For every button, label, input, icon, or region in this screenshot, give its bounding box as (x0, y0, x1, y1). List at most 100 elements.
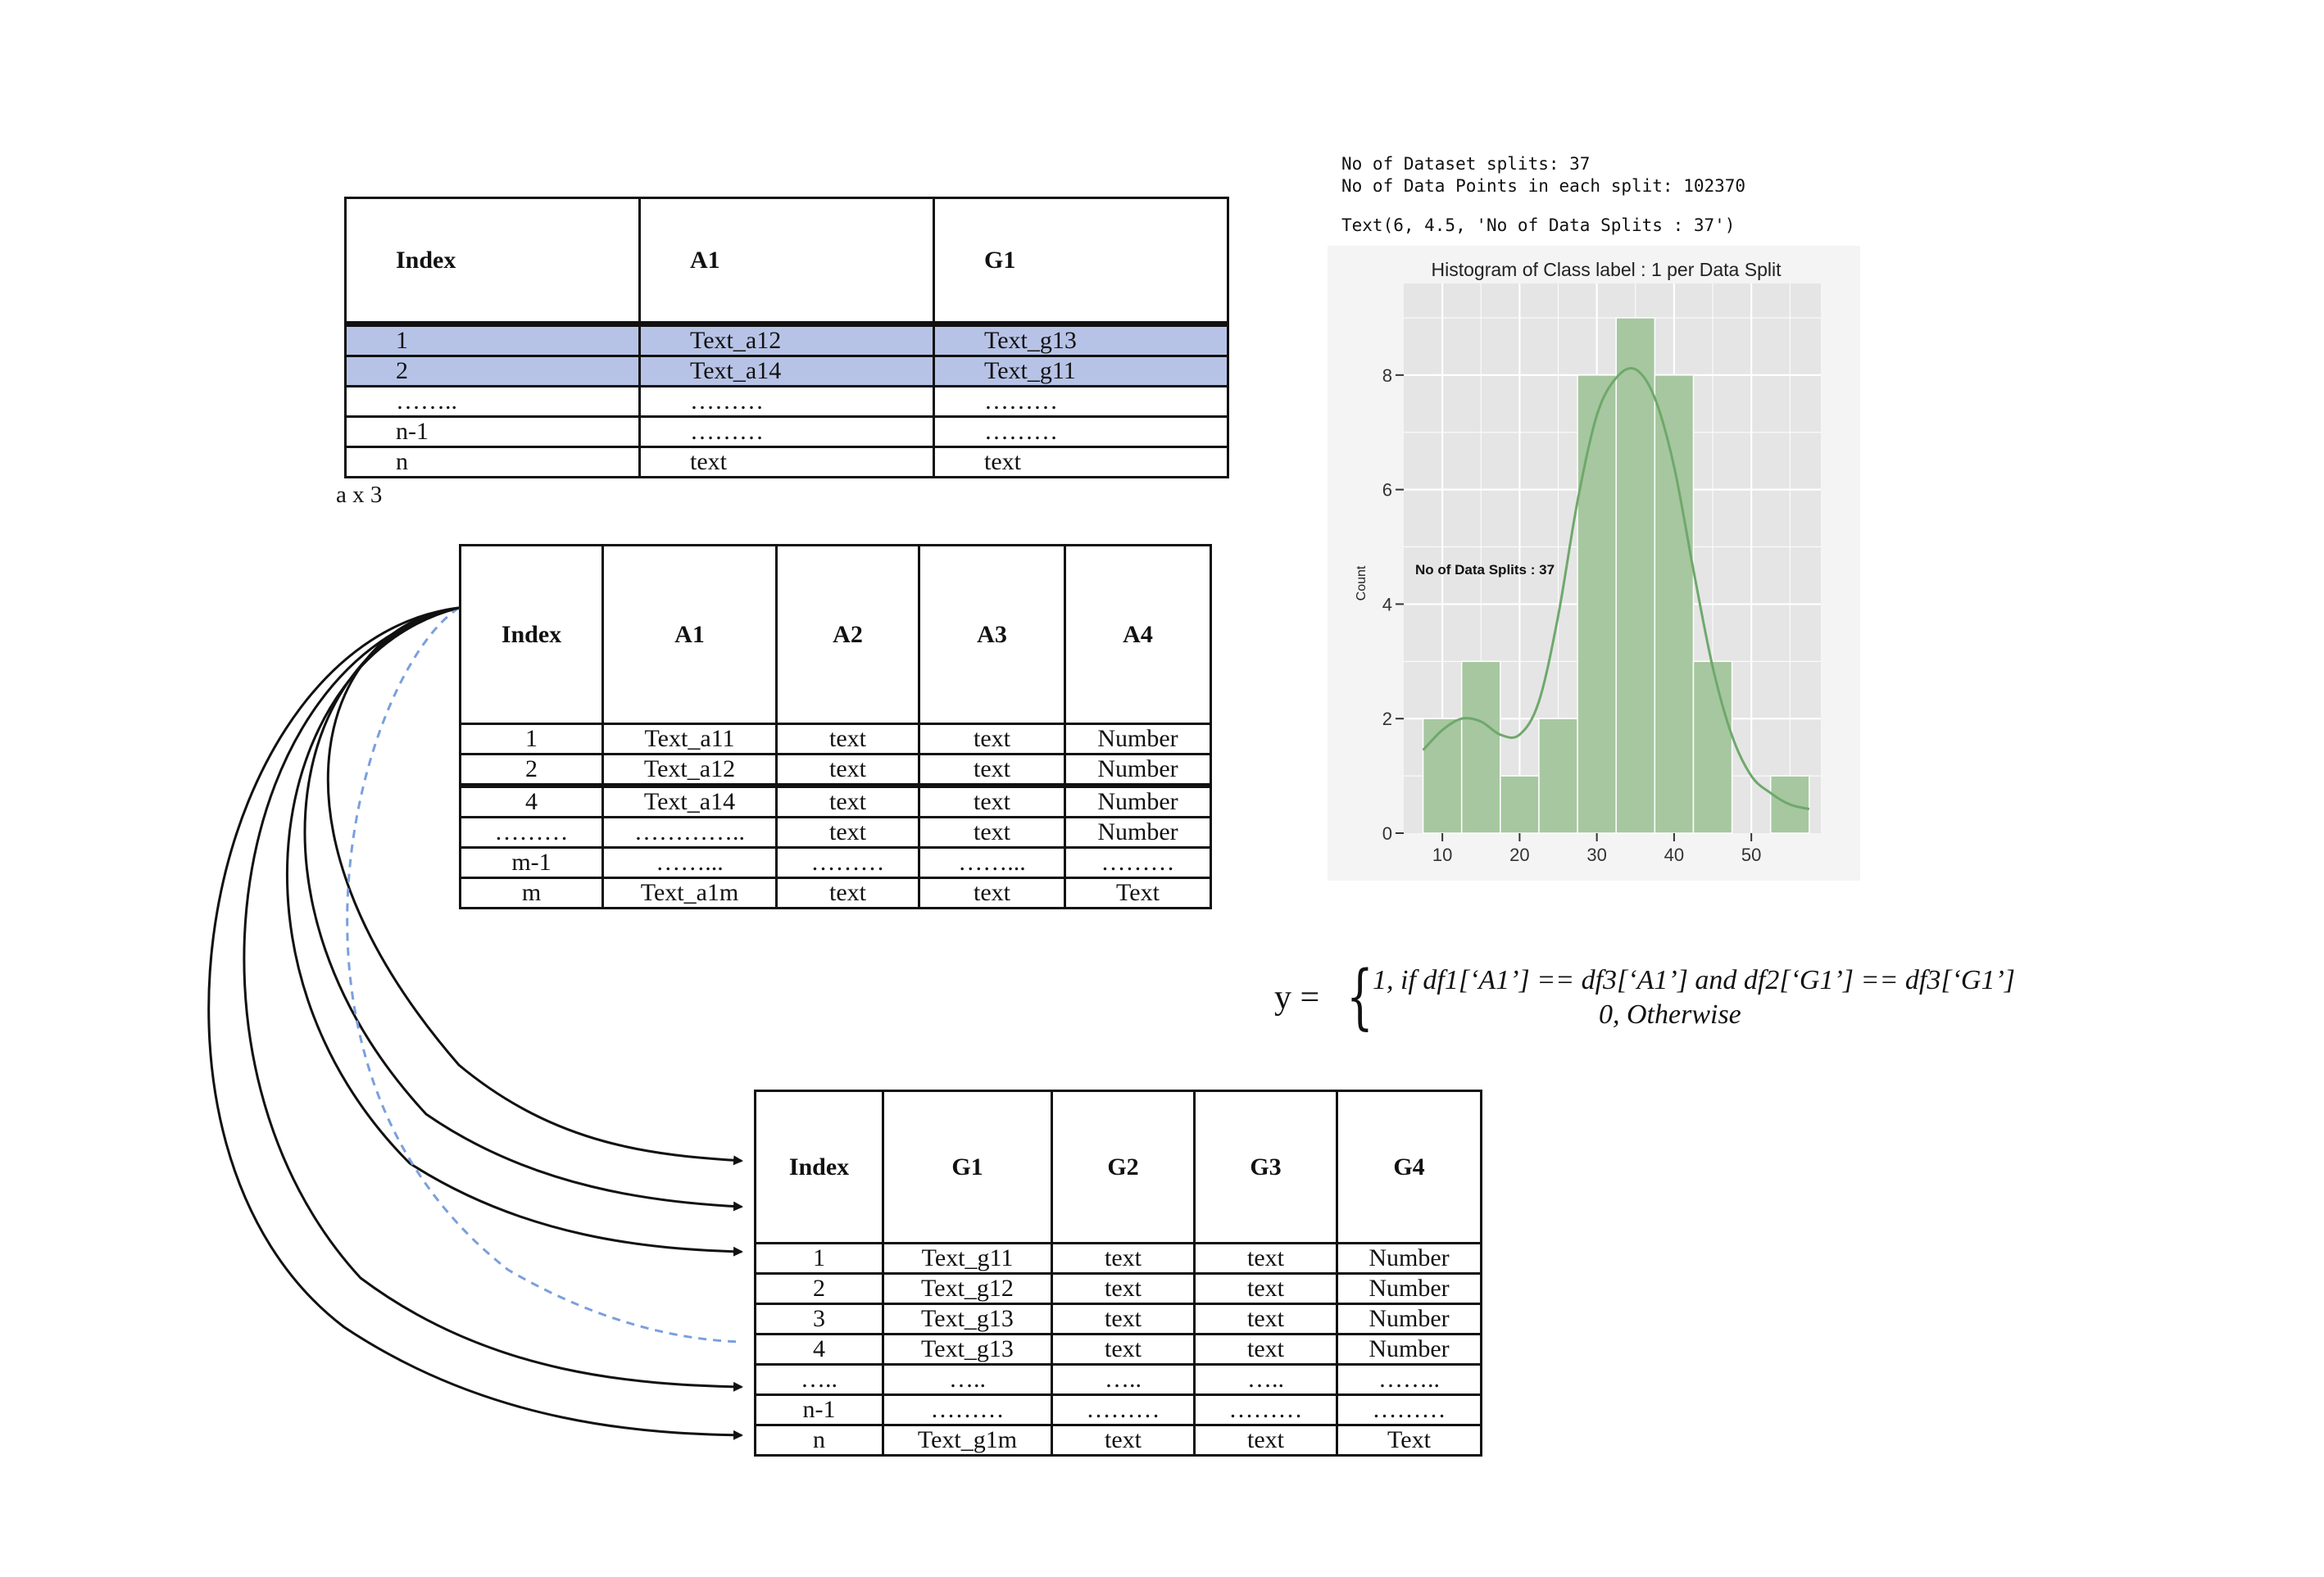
table-cell: text (1051, 1333, 1196, 1366)
table-cell (918, 783, 1066, 788)
table-row: m-1 ……... ……… ……... ……… (459, 846, 1212, 879)
link-arrow (285, 606, 743, 1257)
table-cell: ….. (882, 1363, 1053, 1396)
table-cell: ……… (1336, 1393, 1482, 1426)
table-cell: m-1 (459, 846, 604, 879)
table-cell: Number (1064, 786, 1212, 818)
table-cell: …….. (344, 385, 641, 418)
table-cell: Number (1336, 1333, 1482, 1366)
table-row: m Text_a1m text text Text (459, 877, 1212, 909)
table-row: 4 Text_a14 text text Number (459, 786, 1212, 818)
table-cell: n (344, 446, 641, 478)
header-cell: G3 (1193, 1090, 1338, 1244)
table-cell: m (459, 877, 604, 909)
df1-table: Index A1 A2 A3 A4 1 Text_a11 text text N… (459, 544, 1212, 909)
table-cell: text (1051, 1303, 1196, 1335)
table-cell: Text_g12 (882, 1272, 1053, 1305)
histogram-bar (1615, 317, 1656, 834)
table-cell: text (918, 877, 1066, 909)
table-cell: ……… (933, 415, 1229, 448)
table-row-highlighted: 2 Text_a14 Text_g11 (344, 355, 1229, 387)
table-caption: a x 3 (336, 482, 383, 508)
kde-line (1422, 366, 1810, 811)
table-cell: text (775, 816, 920, 849)
table-row: n-1 ……… ……… (344, 415, 1229, 448)
table-cell: text (775, 753, 920, 786)
histogram-bar (1577, 374, 1617, 834)
histogram-bar (1422, 718, 1463, 834)
table-cell: text (918, 786, 1066, 818)
table-row: 1 Text_g11 text text Number (754, 1242, 1482, 1275)
table-cell: ……… (1193, 1393, 1338, 1426)
table-cell: text (1193, 1333, 1338, 1366)
table-header-row: Index A1 A2 A3 A4 (459, 544, 1212, 725)
table-row: 3 Text_g13 text text Number (754, 1303, 1482, 1335)
table-row: n text text (344, 446, 1229, 478)
header-cell: G1 (882, 1090, 1053, 1244)
table-cell: text (918, 723, 1066, 755)
table-cell: Number (1064, 816, 1212, 849)
table-row: 4 Text_g13 text text Number (754, 1333, 1482, 1366)
table-cell: 2 (344, 355, 641, 387)
table-cell: 1 (344, 323, 641, 357)
output-line: No of Dataset splits: 37 (1341, 154, 1591, 174)
table-row-highlighted: 1 Text_a12 Text_g13 (344, 323, 1229, 357)
y-tick-label: 6 (1382, 480, 1392, 501)
table-cell: text (1051, 1272, 1196, 1305)
table-cell: ……… (1064, 846, 1212, 879)
formula-case-1: 1, if df1[‘A1’] == df3[‘A1’] and df2[‘G1… (1373, 965, 2016, 995)
table-cell: text (1051, 1424, 1196, 1457)
table-cell: ….. (1193, 1363, 1338, 1396)
x-tick-label: 40 (1664, 845, 1684, 865)
y-tick-label: 4 (1382, 594, 1392, 614)
x-tick-label: 30 (1586, 845, 1606, 865)
table-cell: ….. (1051, 1363, 1196, 1396)
histogram-bar (1460, 660, 1501, 834)
table-cell: text (933, 446, 1229, 478)
y-tick-label: 0 (1382, 823, 1392, 844)
table-cell: ……… (459, 816, 604, 849)
table-cell: text (918, 753, 1066, 786)
table-cell: n-1 (344, 415, 641, 448)
header-cell: G2 (1051, 1090, 1196, 1244)
table-cell: 1 (754, 1242, 884, 1275)
table-row: 1 Text_a11 text text Number (459, 723, 1212, 755)
table-cell: ……… (775, 846, 920, 879)
table-cell: ……… (882, 1393, 1053, 1426)
table-row: ….. ….. ….. ….. …….. (754, 1363, 1482, 1396)
table-cell (775, 783, 920, 788)
link-arrow-dashed (346, 606, 742, 1344)
output-line: No of Data Points in each split: 102370 (1341, 176, 1746, 196)
table-row: …….. ……… ……… (344, 385, 1229, 418)
table-cell: Number (1336, 1272, 1482, 1305)
table-cell: 4 (459, 786, 604, 818)
table-cell: 2 (754, 1272, 884, 1305)
table-cell: Text (1064, 877, 1212, 909)
x-tick-label: 50 (1741, 845, 1761, 865)
table-cell: Text_g13 (933, 323, 1229, 357)
table-row: n Text_g1m text text Text (754, 1424, 1482, 1457)
table-cell: Text_a11 (601, 723, 778, 755)
table-cell: text (1051, 1242, 1196, 1275)
table-cell: Text_g11 (933, 355, 1229, 387)
table-cell: ….. (754, 1363, 884, 1396)
table-cell: text (1193, 1272, 1338, 1305)
table-cell: Number (1064, 723, 1212, 755)
header-cell: A4 (1064, 544, 1212, 725)
table-cell: ……… (933, 385, 1229, 418)
table-cell: Text_a14 (638, 355, 935, 387)
x-tick-label: 20 (1509, 845, 1529, 865)
table-cell: …….. (1336, 1363, 1482, 1396)
table-cell: text (1193, 1242, 1338, 1275)
table-cell: ………….. (601, 816, 778, 849)
table-cell: Number (1064, 753, 1212, 786)
table-cell: text (1193, 1424, 1338, 1457)
table-cell: Text_a12 (638, 323, 935, 357)
table-cell: 4 (754, 1333, 884, 1366)
link-arrow (207, 606, 743, 1440)
y-tick-label: 2 (1382, 709, 1392, 729)
chart-annotation: No of Data Splits : 37 (1415, 562, 1555, 578)
table-cell: Text_g13 (882, 1333, 1053, 1366)
